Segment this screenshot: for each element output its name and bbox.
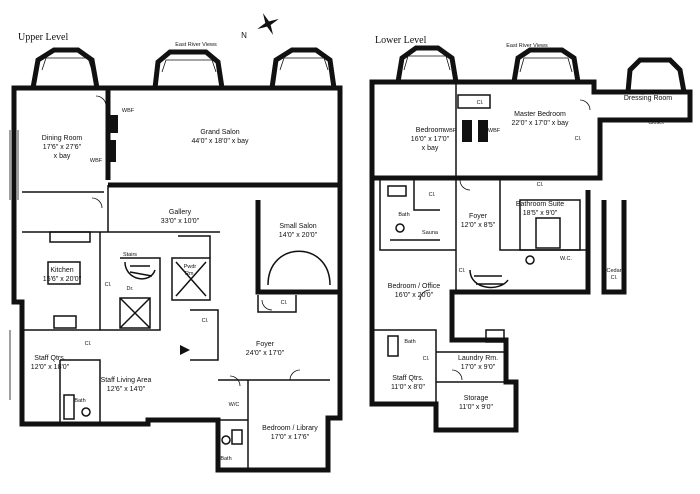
foyer-size: 24'0" x 17'0" <box>246 350 285 357</box>
upper-closet-label-1: Cl. <box>105 282 112 288</box>
gallery-size: 33'0" x 10'0" <box>161 218 200 225</box>
lower-level-title: Lower Level <box>375 35 427 46</box>
compass-north-label: N <box>241 31 247 40</box>
dining-room-bay: x bay <box>54 153 71 160</box>
master-bedroom-label: Master Bedroom <box>514 111 566 118</box>
master-bedroom-size: 22'0" x 17'0" x bay <box>511 120 569 127</box>
bedroom-label: Bedroom <box>416 127 445 134</box>
foyer-label: Foyer <box>256 341 275 348</box>
compass-icon <box>257 13 279 35</box>
cedar-closet-label-2: Cl. <box>611 275 618 281</box>
dressing-room-label: Dressing Room <box>624 95 672 102</box>
lower-staff-qtrs-size: 11'0" x 8'0" <box>391 384 425 391</box>
lower-bath-label-1: Bath <box>398 212 409 218</box>
kitchen-label: Kitchen <box>50 267 73 274</box>
lower-closet-label-2: Cl. <box>575 136 582 142</box>
upper-closet-label-2: Cl. <box>281 300 288 306</box>
small-salon-size: 14'0" x 20'0" <box>279 232 318 239</box>
bathroom-suite-size: 18'5" x 9'0" <box>523 210 558 217</box>
lower-closet-label-4: Cl. <box>537 182 544 188</box>
upper-closet-label-3: Cl. <box>202 318 209 324</box>
lower-closet-label-3: Cl. <box>429 192 436 198</box>
lower-closet-label-1: Cl. <box>477 100 484 106</box>
wic-label: W/C <box>229 402 240 408</box>
upper-views-label: East River Views <box>175 42 217 48</box>
laundry-size: 17'0" x 9'0" <box>461 364 496 371</box>
lower-closet-label-6: Cl. <box>423 356 430 362</box>
powder-room-label-2: Rm. <box>185 271 196 277</box>
upper-level-title: Upper Level <box>18 32 68 43</box>
upper-bath-label-1: Bath <box>74 398 85 404</box>
bathroom-suite-label: Bathroom Suite <box>516 201 564 208</box>
laundry-label: Laundry Rm. <box>458 355 498 362</box>
bedroom-bay: x bay <box>422 145 439 152</box>
staff-qtrs-label: Staff Qtrs. <box>34 355 65 362</box>
lower-foyer-label: Foyer <box>469 213 488 220</box>
lower-wbf-label-2: WBF <box>488 128 501 134</box>
bedroom-size: 16'0" x 17'0" <box>411 136 450 143</box>
storage-size: 11'0" x 9'0" <box>459 404 493 411</box>
bedroom-library-size: 17'0" x 17'6" <box>271 434 310 441</box>
upper-closet-label-4: Cl. <box>85 341 92 347</box>
upper-wbf-label-1: WBF <box>122 108 135 114</box>
lower-closet-label-5: Cl. <box>459 268 466 274</box>
wc-label: W.C. <box>560 256 572 262</box>
staff-qtrs-size: 12'0" x 18'0" <box>31 364 70 371</box>
sauna-label: Sauna <box>422 230 439 236</box>
lower-bath-label-2: Bath <box>404 339 415 345</box>
cedar-closet-label: Cedar <box>607 268 622 274</box>
powder-room-label: Pwdr <box>184 264 197 270</box>
bedroom-office-label: Bedroom / Office <box>388 283 441 290</box>
grand-salon-size: 44'0" x 18'0" x bay <box>191 138 249 145</box>
bedroom-library-label: Bedroom / Library <box>262 425 318 432</box>
staff-living-label: Staff Living Area <box>101 377 152 384</box>
lower-wbf-label-1: WBF <box>444 128 457 134</box>
lower-foyer-size: 12'0" x 8'5" <box>461 222 496 229</box>
closet-label: Closet <box>648 120 664 126</box>
dining-room-size: 17'6" x 27'6" <box>43 144 82 151</box>
lower-level-plan <box>369 45 693 433</box>
storage-label: Storage <box>464 395 489 402</box>
bedroom-office-size: 16'0" x 20'0" <box>395 292 434 299</box>
upper-wbf-label-2: WBF <box>90 158 103 164</box>
lower-staff-qtrs-label: Staff Qtrs. <box>392 375 423 382</box>
upper-bath-label-2: Bath <box>220 456 231 462</box>
upper-level-plan <box>9 47 343 473</box>
dr-label: Dr. <box>126 286 134 292</box>
grand-salon-label: Grand Salon <box>200 129 239 136</box>
kitchen-size: 15'6" x 20'0" <box>43 276 82 283</box>
stairs-label: Stairs <box>123 252 137 258</box>
lower-views-label: East River Views <box>506 43 548 49</box>
staff-living-size: 12'6" x 14'0" <box>107 386 146 393</box>
gallery-label: Gallery <box>169 209 192 216</box>
dining-room-label: Dining Room <box>42 135 83 142</box>
small-salon-label: Small Salon <box>279 223 316 230</box>
